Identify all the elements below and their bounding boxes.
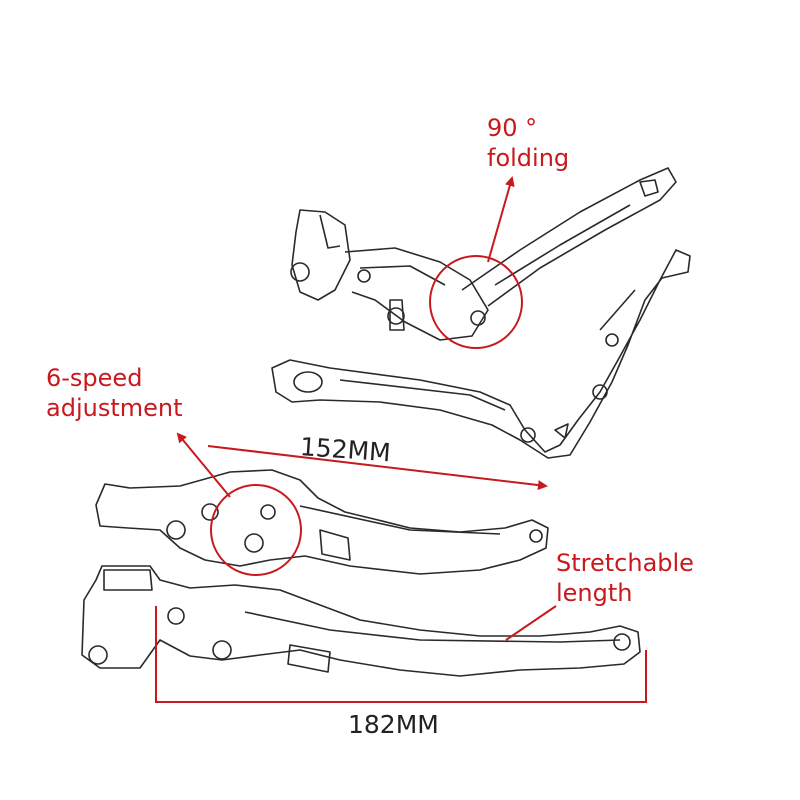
folding-highlight-circle bbox=[429, 255, 523, 349]
folded-lever-middle bbox=[271, 249, 691, 459]
lever-short bbox=[95, 469, 549, 575]
folding-angle-label: 90 ° bbox=[487, 114, 538, 142]
adjustment-arrow bbox=[176, 432, 231, 498]
length-182-label: 182MM bbox=[348, 710, 439, 739]
speed-label-line1: 6-speed bbox=[46, 364, 143, 392]
lever-long bbox=[81, 565, 641, 677]
length-152-arrow bbox=[207, 445, 548, 491]
length-182-bracket bbox=[155, 606, 647, 703]
folding-arrow bbox=[487, 176, 515, 263]
stretch-pointer bbox=[505, 605, 557, 641]
adjustment-highlight-circle bbox=[210, 484, 302, 576]
stretch-label-line2: length bbox=[556, 579, 633, 607]
length-152-label: 152MM bbox=[299, 432, 392, 468]
stretch-label-line1: Stretchable bbox=[556, 549, 694, 577]
annotation-markers bbox=[155, 176, 647, 703]
speed-label-line2: adjustment bbox=[46, 394, 183, 422]
folding-label: folding bbox=[487, 144, 570, 172]
folded-lever-top bbox=[290, 167, 677, 341]
